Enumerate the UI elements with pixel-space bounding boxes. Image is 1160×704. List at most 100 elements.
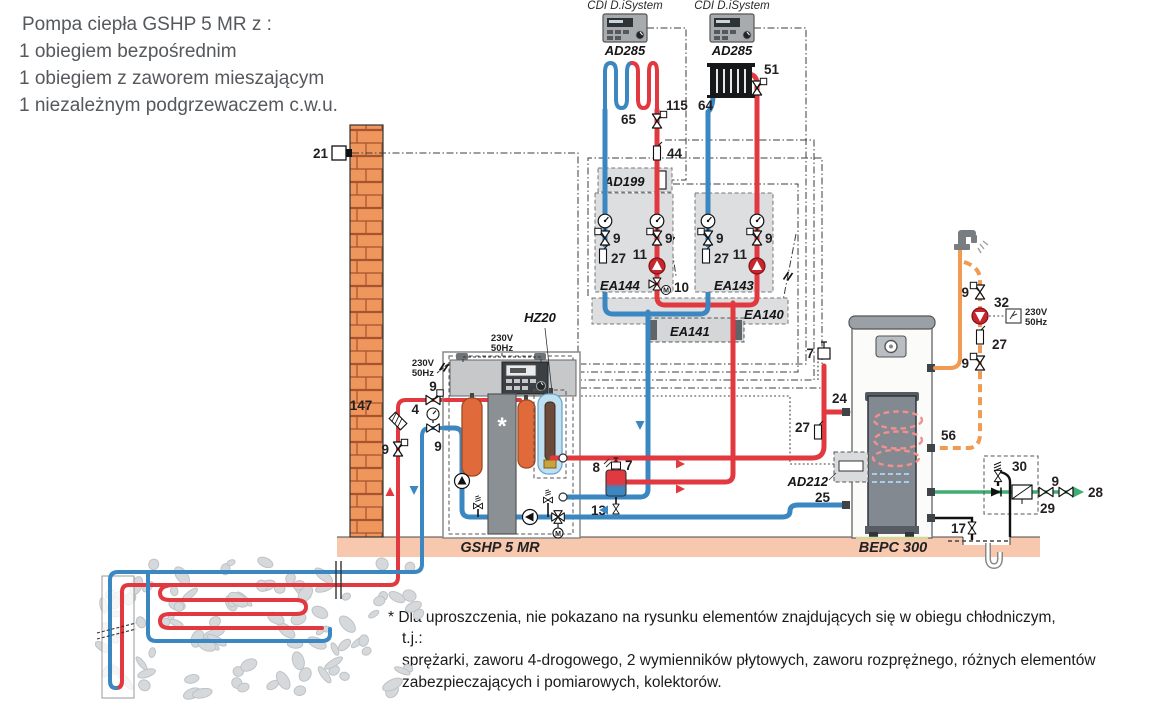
diagram-title: Pompa ciepła GSHP 5 MR z : 1 obiegiem be… — [19, 14, 338, 116]
pump-icon — [521, 508, 539, 526]
label-shutoff-valve: 9 — [961, 356, 969, 371]
compressor-block — [487, 393, 517, 535]
ad212-wire — [581, 395, 834, 465]
hp-left-frequency: 50Hz — [412, 368, 434, 379]
tank-connections: 24 25 7 27 AD212 — [787, 341, 935, 522]
recirc-voltage: 230V — [1025, 307, 1048, 318]
valve-icon — [426, 423, 440, 433]
cold-water-line: 30 29 9 28 17 — [935, 455, 1104, 540]
label-circuit-pump: 11 — [633, 247, 648, 262]
power-box-icon — [1005, 308, 1022, 324]
hz20-label: HZ20 — [524, 310, 557, 325]
hp-annotations: HZ20 230V 50Hz 230V 50Hz — [412, 310, 557, 393]
label-shutoff-valve: 9 — [613, 231, 621, 246]
outdoor-sensor-wire — [352, 152, 579, 356]
controller-right-name: CDI D.iSystem — [694, 0, 770, 12]
drain-valve-icon — [967, 521, 977, 535]
title-item-1: 1 obiegiem bezpośrednim — [19, 41, 237, 62]
tank-coil-icon — [872, 410, 924, 430]
pipe-break-mark — [96, 622, 137, 640]
controller-left-name: CDI D.iSystem — [587, 0, 663, 12]
label-temp-sensor: 27 — [795, 420, 810, 435]
label-shutoff-valve: 9 — [429, 379, 437, 394]
heat-pump-unit: * M — [442, 351, 849, 539]
motor-letter: M — [555, 531, 561, 538]
hp-left-voltage: 230V — [412, 358, 435, 369]
floor-coil-hot — [630, 60, 659, 120]
label-recirc-pump: 32 — [994, 295, 1009, 310]
hp-frequency: 50Hz — [491, 343, 513, 354]
module-ea141: EA141 — [647, 317, 745, 343]
label-shutoff-valve: 9 — [961, 285, 969, 300]
label-air-vent: 7 — [625, 458, 633, 473]
manifold-return-pipe — [560, 309, 651, 500]
footnote: * Dla uproszczenia, nie pokazano na rysu… — [388, 609, 1096, 691]
label-cold-water-inlet: 28 — [1088, 485, 1104, 500]
valve-icon — [1058, 486, 1074, 498]
expansion-vessel-icon — [461, 397, 483, 477]
dhw-tank — [848, 315, 936, 540]
label-temp-sensor: 27 — [611, 251, 626, 266]
ad199-label: AD199 — [603, 174, 645, 189]
controller-left: CDI D.iSystem AD285 — [587, 0, 663, 58]
label-outdoor-sensor: 21 — [313, 146, 329, 161]
tank-port — [927, 488, 935, 496]
label-safety-group: 30 — [1012, 459, 1027, 474]
label-tank-flow: 24 — [832, 391, 848, 406]
recirc-pump-icon — [971, 307, 989, 325]
tap-icon — [954, 230, 977, 250]
module-ea143: 9 9 27 11 EA143 — [694, 190, 774, 300]
module-ad199: AD199 — [597, 167, 673, 193]
floor-coil-cold — [603, 60, 634, 120]
flow-arrow-down — [635, 421, 645, 430]
label-separator: 8 — [592, 460, 600, 475]
compressor-asterisk: * — [497, 413, 507, 440]
label-dhw-recirc: 56 — [941, 428, 957, 443]
label-filter: 147 — [350, 398, 373, 413]
label-flow-sensor: 44 — [667, 146, 683, 161]
tank-port — [927, 514, 935, 522]
tank-port — [927, 444, 935, 452]
ea143-cold-pipe — [643, 92, 716, 317]
controller-right-device-icon — [709, 13, 755, 43]
label-manometer: 4 — [411, 402, 419, 417]
hp-voltage: 230V — [491, 333, 514, 344]
flow-arrow-right — [676, 459, 685, 469]
valve-icon — [425, 394, 441, 406]
expansion-vessel-icon — [517, 399, 536, 469]
pipe-boundary-ticks — [335, 561, 342, 599]
horizontal-collector-cold — [146, 570, 332, 643]
hp-controller-icon — [501, 361, 549, 395]
label-radiator-valve: 51 — [764, 62, 780, 77]
pump-icon — [453, 472, 471, 490]
label-shutoff-valve: 9 — [1051, 474, 1059, 489]
floor-strip: GSHP 5 MR BEPC 300 — [337, 536, 1040, 570]
flow-arrow-up — [385, 487, 395, 496]
label-shutoff-valve: 9 — [381, 442, 389, 457]
label-temp-sensor: 27 — [714, 251, 729, 266]
ground-collector — [95, 398, 447, 700]
title-item-2: 1 obiegiem z zaworem mieszającym — [19, 68, 324, 89]
footnote-line-2: t.j.: — [402, 630, 423, 647]
ad212-label: AD212 — [787, 474, 829, 489]
label-pressure-reducer: 29 — [1040, 501, 1055, 516]
label-radiator: 64 — [698, 98, 714, 113]
tank-port — [842, 501, 850, 509]
tank-top-sensor-icon — [817, 347, 831, 360]
title-item-3: 1 niezależnym podgrzewaczem c.w.u. — [19, 95, 338, 116]
controller-left-model: AD285 — [604, 43, 646, 58]
drain-valve-icon — [612, 503, 620, 515]
footnote-line-1: * Dla uproszczenia, nie pokazano na rysu… — [388, 609, 1056, 626]
power-terminal-icon — [456, 353, 468, 360]
controller-right-model: AD285 — [711, 43, 753, 58]
dhw-flow-pipe — [933, 248, 962, 370]
label-tank-top-sensor: 7 — [806, 346, 814, 361]
tank-return-pipe — [459, 487, 849, 520]
ea144-label: EA144 — [600, 278, 641, 293]
module-ea144: 9 9 27 11 M 10 EA144 — [594, 190, 689, 300]
label-shutoff-valve: 9 — [434, 439, 442, 454]
label-mixing-valve: 10 — [674, 280, 689, 295]
distribution-pipes: 8 7 13 — [549, 300, 851, 518]
label-shutoff-valve: 9 — [765, 231, 773, 246]
